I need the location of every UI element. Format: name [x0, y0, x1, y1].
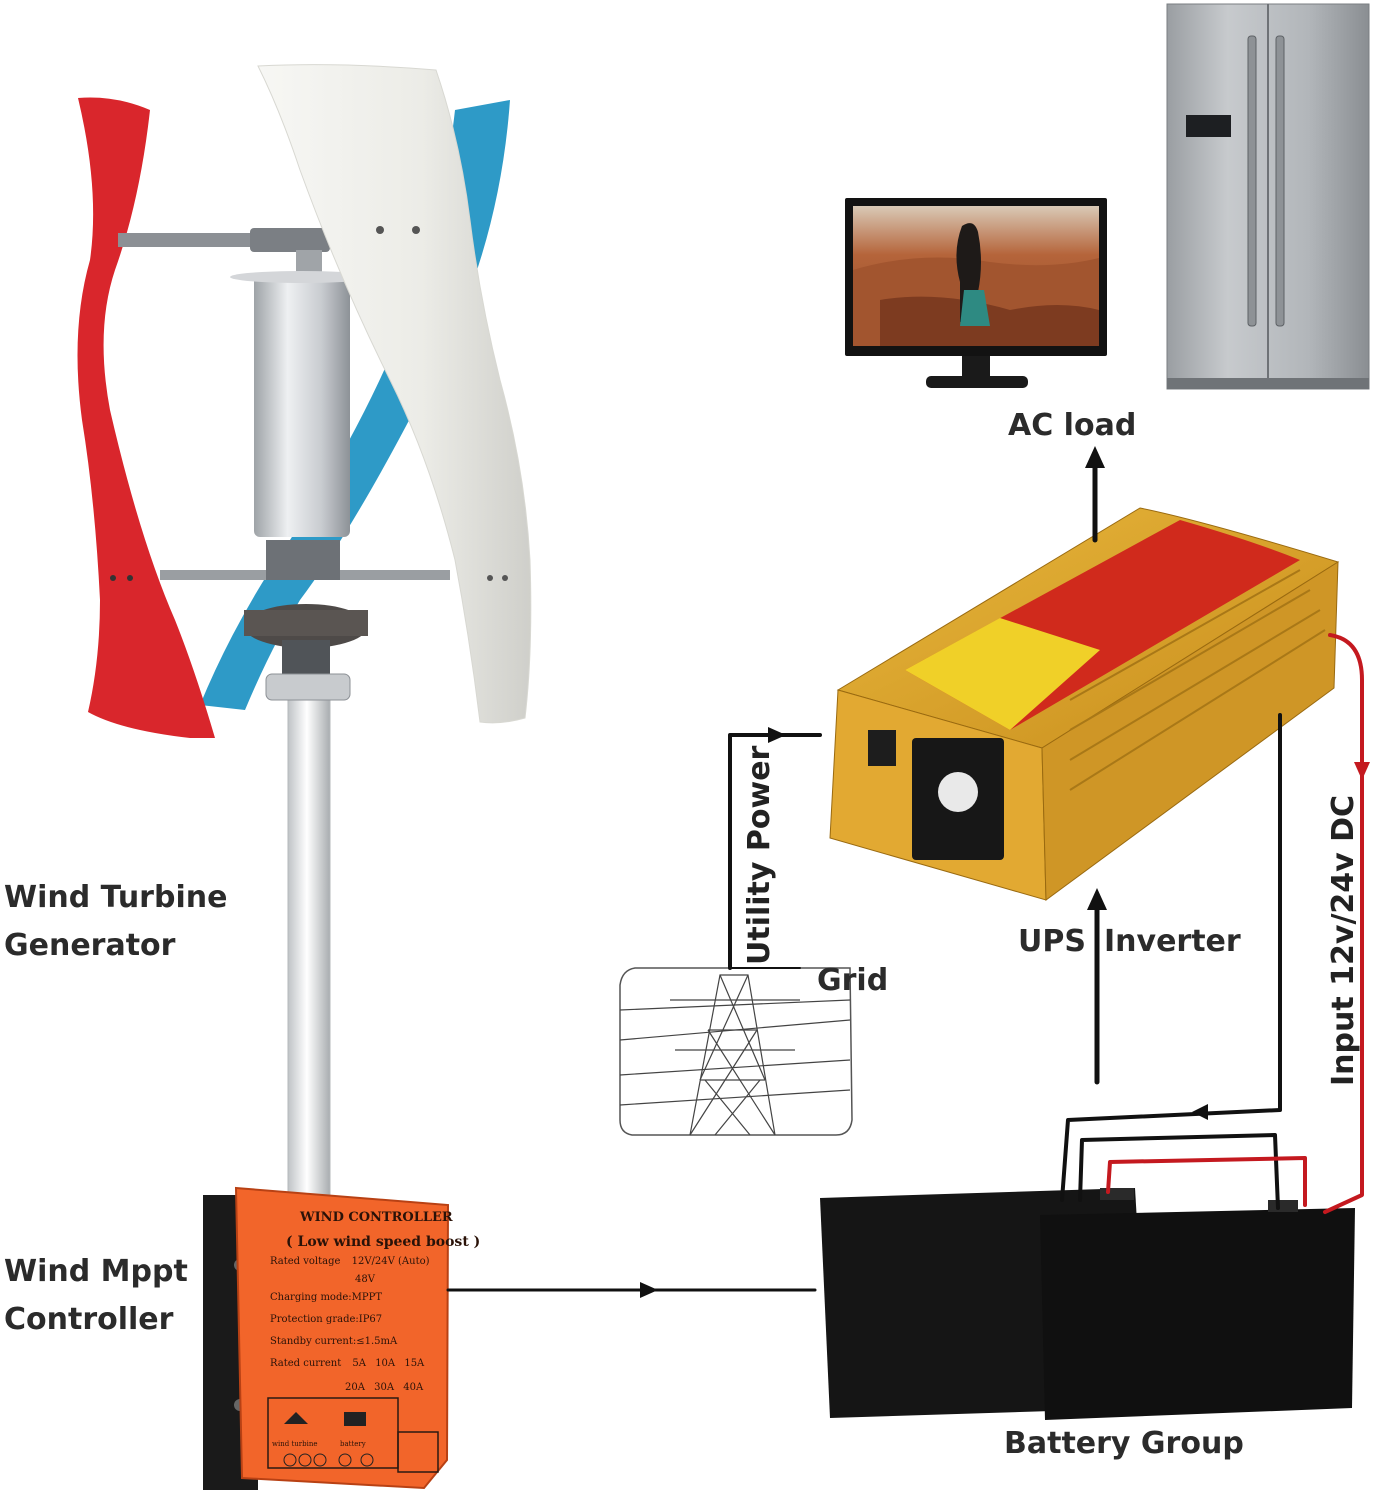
controller-standby-current: Standby current:≤1.5mA: [270, 1336, 398, 1347]
controller-charging-mode: Charging mode:MPPT: [270, 1292, 383, 1303]
controller-voltage-48: 48V: [355, 1274, 375, 1285]
wire-grid-to-inverter: [728, 733, 822, 970]
label-input-dc: Input 12v/24v DC: [1326, 794, 1361, 1086]
wind-turbine-illustration: [77, 64, 532, 1211]
label-mppt-line1: Wind Mppt: [4, 1254, 188, 1289]
label-ac-load: AC load: [1008, 408, 1137, 443]
monitor-illustration: [845, 198, 1107, 388]
controller-rated-voltage: Rated voltage 12V/24V (Auto): [270, 1256, 430, 1267]
rated-current-label: Rated current: [270, 1358, 342, 1369]
fridge-illustration: [1166, 3, 1370, 390]
voltage-option-auto: 12V/24V (Auto): [351, 1256, 430, 1267]
turbine-blade-red: [77, 97, 215, 738]
grid-tower-illustration: [619, 967, 853, 1136]
battery-group-illustration: [820, 1188, 1355, 1420]
inverter-side-face: [1041, 561, 1339, 901]
wire-dc-input-red: [1323, 633, 1364, 1214]
label-wind-turbine-line2: Generator: [4, 928, 176, 963]
label-inverter: Inverter: [1104, 924, 1241, 959]
turbine-generator-cylinder: [254, 275, 350, 537]
label-battery-group: Battery Group: [1004, 1426, 1244, 1461]
controller-panel-subtitle: ( Low wind speed boost ): [286, 1234, 481, 1250]
mppt-controller-illustration: [203, 1186, 450, 1490]
turbine-hub-top: [250, 228, 330, 252]
label-wind-turbine-line1: Wind Turbine: [4, 880, 228, 915]
controller-panel-title: WIND CONTROLLER: [300, 1210, 453, 1225]
turbine-blade-white: [257, 64, 532, 724]
current-option: 15A: [404, 1358, 425, 1369]
turbine-pole: [287, 689, 331, 1211]
label-utility-power: Utility Power: [742, 745, 777, 965]
inverter-switch: [868, 730, 896, 766]
wire-inverter-to-battery-black: [1060, 713, 1282, 1202]
controller-terminal-turbine: wind turbine: [272, 1440, 318, 1448]
current-option: 10A: [375, 1358, 396, 1369]
ups-inverter-illustration: [829, 507, 1340, 901]
monitor-stand: [926, 376, 1028, 388]
label-mppt-line2: Controller: [4, 1302, 174, 1337]
controller-rated-current-2: 20A 30A 40A: [345, 1382, 423, 1393]
current-option: 40A: [403, 1382, 424, 1393]
controller-protection-grade: Protection grade:IP67: [270, 1314, 383, 1325]
controller-body: [234, 1186, 450, 1490]
label-grid: Grid: [817, 963, 889, 998]
fridge-display: [1186, 115, 1231, 137]
current-option: 20A: [345, 1382, 365, 1393]
current-option: 5A: [352, 1358, 366, 1369]
controller-rated-current: Rated current 5A 10A 15A: [270, 1358, 424, 1369]
controller-terminal-battery: battery: [340, 1440, 366, 1448]
label-wind-turbine: Wind Turbine Generator: [4, 874, 227, 970]
rated-voltage-label: Rated voltage: [270, 1256, 341, 1267]
wiring: [446, 446, 1370, 1298]
current-option: 30A: [374, 1382, 395, 1393]
label-ups: UPS: [1018, 924, 1086, 959]
battery-front: [1040, 1208, 1355, 1420]
label-mppt-controller: Wind Mppt Controller: [4, 1248, 188, 1344]
